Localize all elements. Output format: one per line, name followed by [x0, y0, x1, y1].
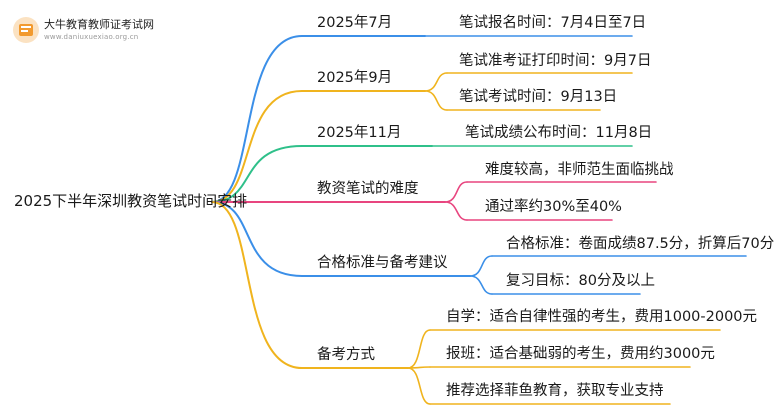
connector-root-branch-1	[211, 90, 303, 203]
leaf-pass-rate: 通过率约30%至40%	[485, 199, 622, 215]
branch-exam-difficulty: 教资笔试的难度	[317, 181, 419, 197]
connector-branch-leaf-4-1	[469, 275, 493, 295]
connector-root-branch-4	[211, 201, 303, 277]
connector-branch-leaf-3-0	[444, 181, 468, 203]
connector-root-branch-2	[211, 145, 303, 203]
leaf-recommendation: 推荐选择菲鱼教育，获取专业支持	[446, 383, 664, 399]
connector-branch-leaf-5-0	[407, 329, 431, 369]
connector-branch-leaf-3-1	[444, 201, 468, 221]
branch-prep-methods: 备考方式	[317, 347, 375, 363]
leaf-exam-time: 笔试考试时间：9月13日	[459, 89, 618, 105]
connector-branch-leaf-1-1	[424, 90, 448, 111]
leaf-difficulty: 难度较高，非师范生面临挑战	[485, 162, 674, 178]
connector-branch-leaf-4-0	[469, 255, 493, 277]
leaf-admission-ticket-time: 笔试准考证打印时间：9月7日	[459, 53, 652, 69]
mindmap-connectors	[211, 35, 747, 405]
mindmap-canvas: 大牛教育教师证考试网 www.daniuxuexiao.org.cn 2025下…	[10, 14, 774, 405]
leaf-review-goal: 复习目标：80分及以上	[506, 273, 655, 289]
connector-root-branch-0	[211, 35, 303, 203]
leaf-registration-time: 笔试报名时间：7月4日至7日	[459, 15, 647, 31]
logo-title: 大牛教育教师证考试网	[44, 18, 154, 31]
book-icon	[13, 17, 39, 43]
leaf-tutoring-class: 报班：适合基础弱的考生，费用约3000元	[446, 346, 715, 362]
leaf-self-study: 自学：适合自律性强的考生，费用1000-2000元	[446, 309, 758, 325]
connector-branch-leaf-5-2	[407, 367, 431, 405]
branch-2025-november: 2025年11月	[317, 125, 402, 141]
branch-2025-july: 2025年7月	[317, 15, 393, 31]
branch-2025-september: 2025年9月	[317, 70, 393, 86]
root-topic: 2025下半年深圳教资笔试时间安排	[14, 192, 248, 210]
leaf-pass-standard: 合格标准：卷面成绩87.5分，折算后70分	[506, 236, 774, 252]
branch-standards-advice: 合格标准与备考建议	[317, 255, 448, 271]
connector-root-branch-5	[211, 201, 303, 369]
connector-branch-leaf-1-0	[424, 72, 448, 92]
logo: 大牛教育教师证考试网 www.daniuxuexiao.org.cn	[10, 14, 190, 48]
leaf-results-time: 笔试成绩公布时间：11月8日	[465, 125, 653, 141]
logo-subtitle: www.daniuxuexiao.org.cn	[44, 33, 139, 41]
